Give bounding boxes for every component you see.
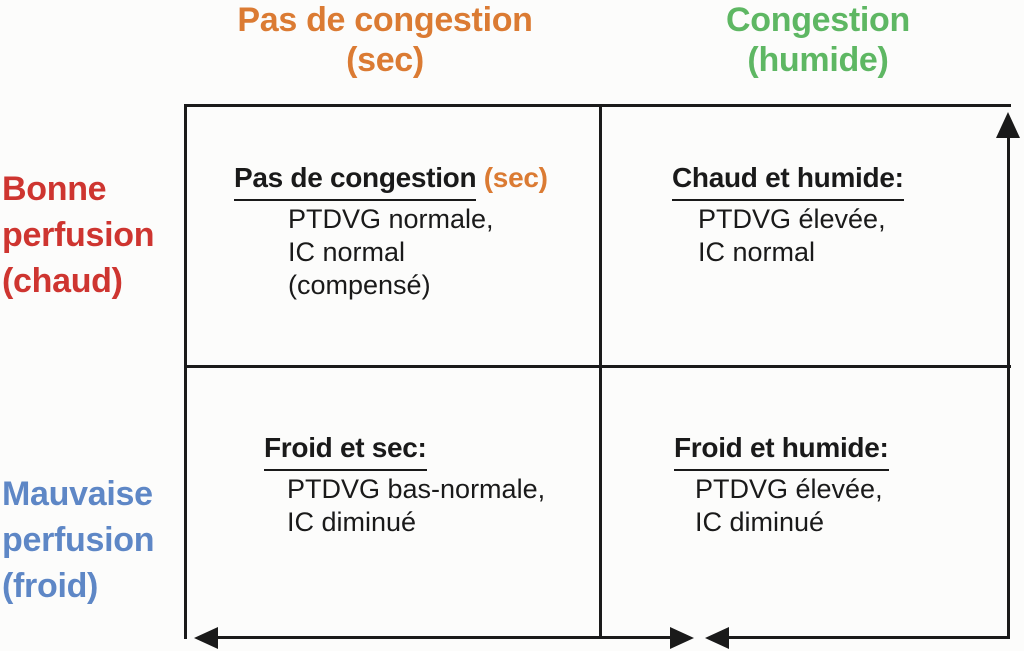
arrow-shaft [1007, 134, 1010, 639]
quadrant-body-line: (compensé) [288, 270, 431, 300]
arrow-shaft [723, 636, 1010, 639]
arrow-right-icon [670, 627, 694, 649]
quadrant-body: PTDVG bas-normale, IC diminué [287, 473, 545, 539]
row-header-bonne-perfusion: Bonne perfusion (chaud) [2, 166, 182, 304]
quadrant-body-line: IC normal [698, 237, 816, 267]
table-vertical-divider [599, 104, 602, 639]
quadrant-title-suffix: (sec) [476, 162, 548, 193]
quadrant-body: PTDVG élevée, IC normal [698, 203, 904, 269]
arrow-left-icon [705, 627, 729, 649]
quadrant-bottom-right: Froid et humide: PTDVG élevée, IC diminu… [674, 431, 889, 539]
quadrant-body: PTDVG normale, IC normal (compensé) [288, 203, 548, 302]
quadrant-bottom-left: Froid et sec: PTDVG bas-normale, IC dimi… [264, 431, 545, 539]
quadrant-body: PTDVG élevée, IC diminué [695, 473, 889, 539]
table-horizontal-divider [184, 365, 1011, 368]
arrow-left-icon [194, 627, 218, 649]
row-header-line: Mauvaise [2, 475, 153, 513]
column-header-pas-de-congestion: Pas de congestion (sec) [180, 0, 590, 80]
arrow-shaft [210, 636, 676, 639]
quadrant-title-text: Chaud et humide: [672, 161, 904, 201]
quadrant-title: Froid et sec: [264, 431, 545, 471]
quadrant-title: Chaud et humide: [672, 161, 904, 201]
column-header-line: (humide) [747, 41, 889, 79]
row-header-line: (chaud) [2, 262, 123, 300]
quadrant-body-line: PTDVG élevée, [695, 474, 883, 504]
quadrant-body-line: IC normal [288, 237, 406, 267]
quadrant-body-line: IC diminué [287, 507, 417, 537]
quadrant-title-text: Froid et sec: [264, 431, 427, 471]
quadrant-top-left: Pas de congestion (sec) PTDVG normale, I… [234, 161, 548, 302]
table-top-border [184, 104, 1011, 107]
column-header-line: (sec) [346, 41, 424, 79]
column-header-line: Congestion [726, 1, 910, 39]
quadrant-top-right: Chaud et humide: PTDVG élevée, IC normal [672, 161, 904, 269]
table-left-border [184, 104, 187, 639]
arrow-up-icon [996, 112, 1020, 138]
quadrant-body-line: PTDVG bas-normale, [287, 474, 546, 504]
row-header-line: (froid) [2, 567, 99, 605]
quadrant-title-text: Froid et humide: [674, 431, 889, 471]
row-header-line: perfusion [2, 521, 155, 559]
row-header-line: Bonne [2, 170, 107, 208]
quadrant-title-text: Pas de congestion [234, 161, 477, 201]
row-header-line: perfusion [2, 216, 155, 254]
quadrant-body-line: PTDVG élevée, [698, 204, 886, 234]
quadrant-body-line: PTDVG normale, [288, 204, 494, 234]
quadrant-title: Pas de congestion (sec) [234, 161, 548, 201]
row-header-mauvaise-perfusion: Mauvaise perfusion (froid) [2, 471, 182, 609]
column-header-congestion: Congestion (humide) [613, 0, 1023, 80]
quadrant-title: Froid et humide: [674, 431, 889, 471]
quadrant-body-line: IC diminué [695, 507, 825, 537]
column-header-line: Pas de congestion [237, 1, 533, 39]
